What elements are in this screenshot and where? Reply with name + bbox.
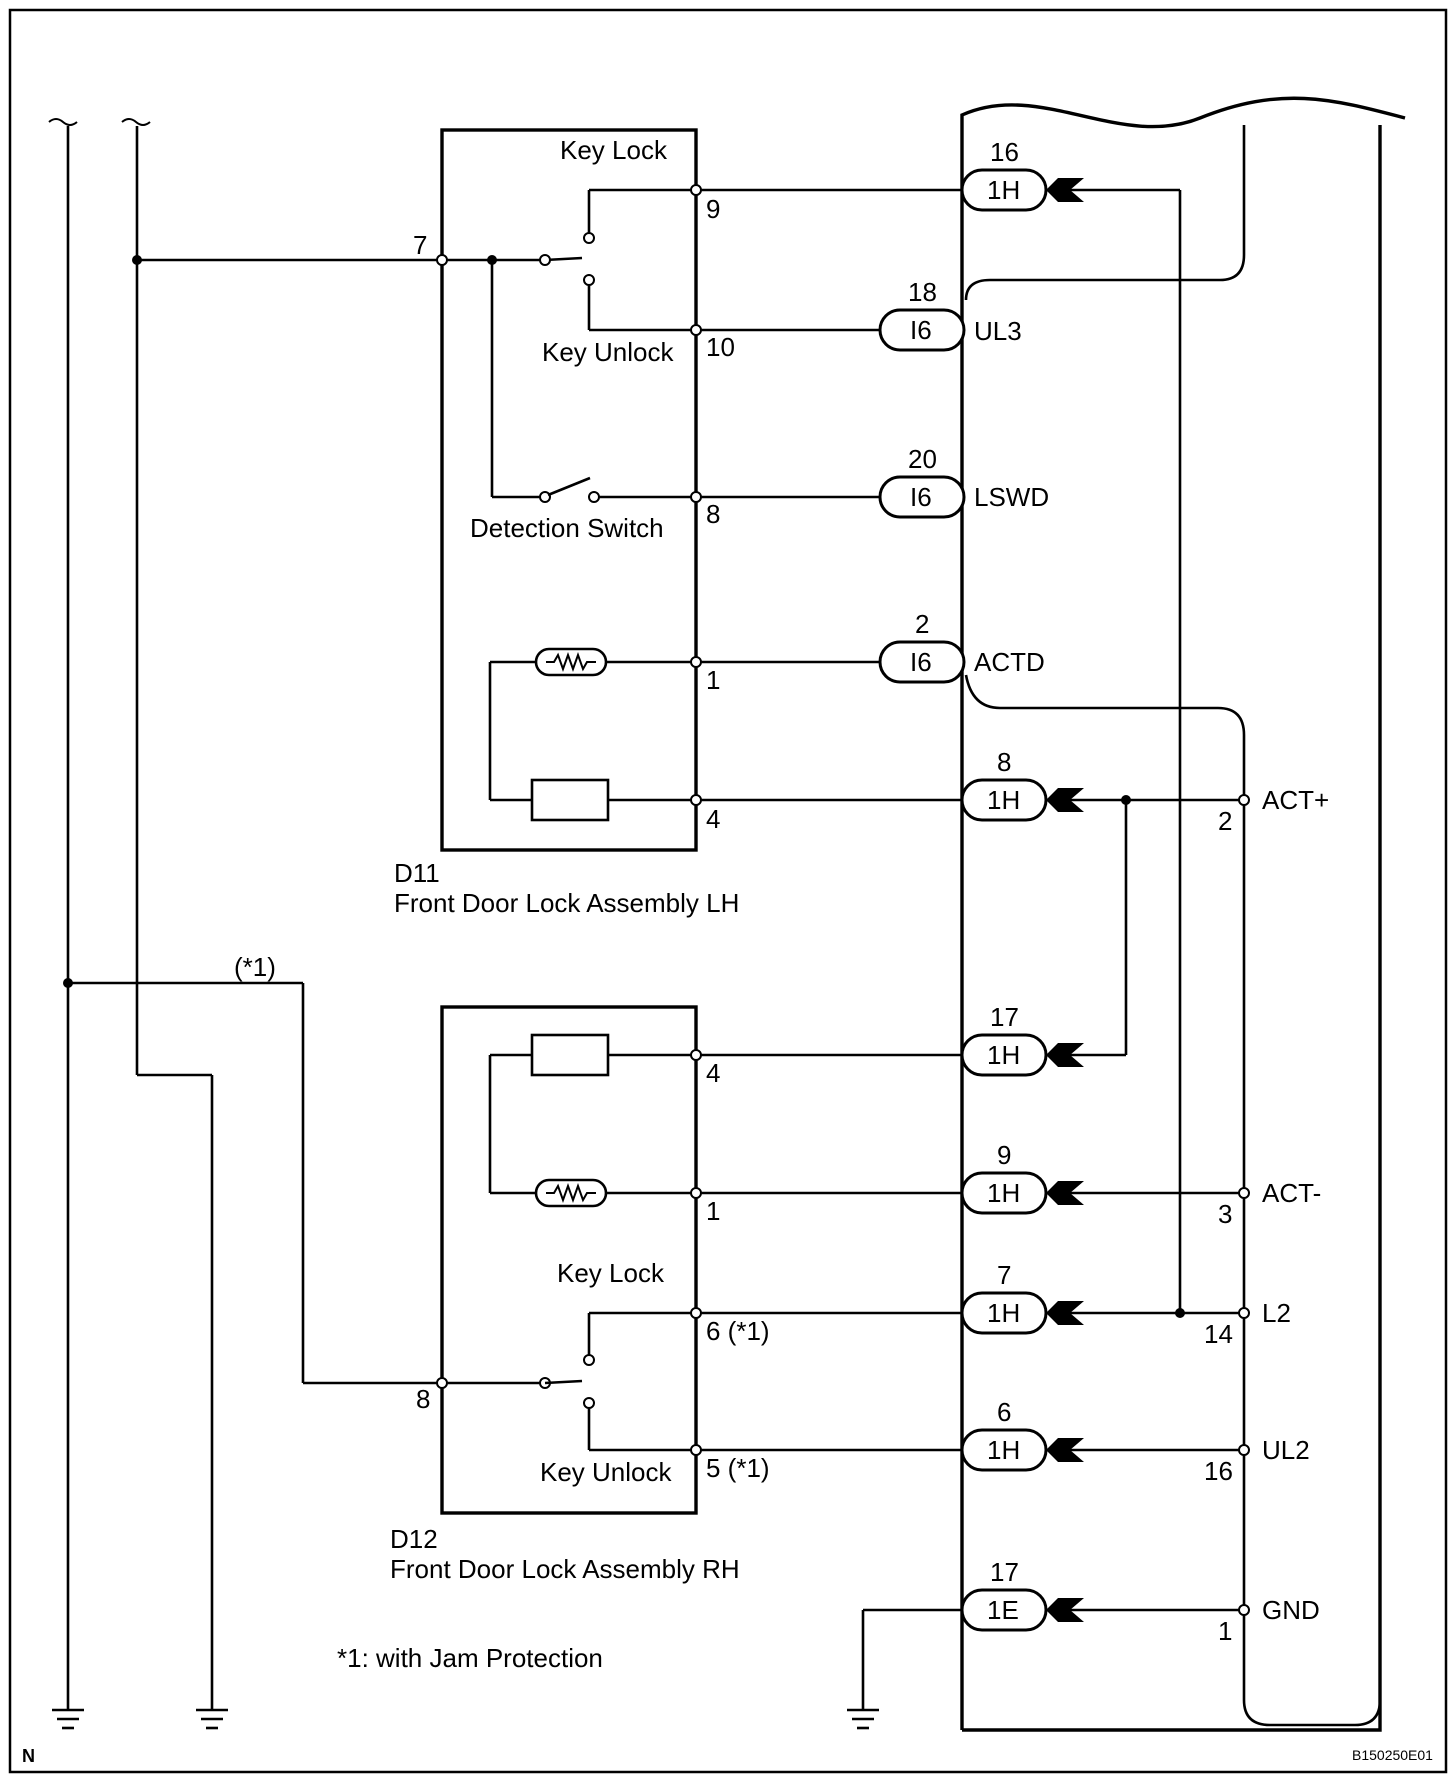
svg-text:1H: 1H xyxy=(987,785,1020,815)
d11-id: D11 xyxy=(394,858,440,888)
ecu-pin-act-plus: 2 xyxy=(1218,806,1232,836)
svg-text:1H: 1H xyxy=(987,1298,1020,1328)
corner-label-n: N xyxy=(22,1746,35,1766)
supply-line-a xyxy=(48,118,442,1710)
connector-i6-2: I6 2 xyxy=(878,609,966,684)
connector-1h-8: 1H 8 xyxy=(960,747,1084,822)
figure-code: B150250E01 xyxy=(1352,1747,1433,1763)
svg-text:I6: I6 xyxy=(910,315,932,345)
d11-detection-switch-label: Detection Switch xyxy=(470,513,664,543)
motor-icon xyxy=(530,778,610,822)
d12-key-lock-label: Key Lock xyxy=(557,1258,665,1288)
d12-pin-8: 8 xyxy=(416,1384,430,1414)
svg-text:20: 20 xyxy=(908,444,937,474)
d12-name: Front Door Lock Assembly RH xyxy=(390,1554,740,1584)
footnote: *1: with Jam Protection xyxy=(337,1643,603,1673)
svg-text:16: 16 xyxy=(990,137,1019,167)
d12-pin-5: 5 (*1) xyxy=(706,1453,770,1483)
svg-text:18: 18 xyxy=(908,277,937,307)
wires xyxy=(701,188,1250,1616)
ground-symbol-2 xyxy=(196,1708,228,1730)
ecu-pin-act-minus: 3 xyxy=(1218,1199,1232,1229)
signal-actd: ACTD xyxy=(974,647,1045,677)
d12-front-door-lock-rh xyxy=(436,1005,702,1515)
svg-text:1H: 1H xyxy=(987,1040,1020,1070)
signal-ul3: UL3 xyxy=(974,316,1022,346)
svg-text:6: 6 xyxy=(997,1397,1011,1427)
d11-pin-7: 7 xyxy=(413,230,427,260)
svg-text:2: 2 xyxy=(915,609,929,639)
ecu-pin-l2: 14 xyxy=(1204,1319,1233,1349)
d12-pin-6: 6 (*1) xyxy=(706,1316,770,1346)
connector-1h-7: 1H 7 xyxy=(960,1260,1084,1335)
diagram-frame xyxy=(8,8,1448,1774)
svg-text:8: 8 xyxy=(997,747,1011,777)
svg-text:1H: 1H xyxy=(987,175,1020,205)
connector-1h-16: 1H 16 xyxy=(960,137,1084,212)
d11-front-door-lock-lh xyxy=(436,128,702,852)
svg-text:9: 9 xyxy=(997,1140,1011,1170)
d11-key-unlock-label: Key Unlock xyxy=(542,337,674,367)
signal-ul2: UL2 xyxy=(1262,1435,1310,1465)
d11-pin-1: 1 xyxy=(706,665,720,695)
svg-text:17: 17 xyxy=(990,1002,1019,1032)
signal-gnd: GND xyxy=(1262,1595,1320,1625)
d11-key-lock-label: Key Lock xyxy=(560,135,668,165)
svg-text:1H: 1H xyxy=(987,1435,1020,1465)
svg-text:17: 17 xyxy=(990,1557,1019,1587)
connector-i6-20: I6 20 xyxy=(878,444,966,519)
d11-name: Front Door Lock Assembly LH xyxy=(394,888,739,918)
ground-symbol-1 xyxy=(52,1708,84,1730)
connector-1h-6: 1H 6 xyxy=(960,1397,1084,1472)
connector-1e-17: 1E 17 xyxy=(960,1557,1084,1632)
d11-pin-9: 9 xyxy=(706,194,720,224)
svg-text:7: 7 xyxy=(997,1260,1011,1290)
svg-text:I6: I6 xyxy=(910,482,932,512)
d12-key-unlock-label: Key Unlock xyxy=(540,1457,672,1487)
svg-text:I6: I6 xyxy=(910,647,932,677)
connector-1h-17: 1H 17 xyxy=(960,1002,1084,1077)
d11-pin-4: 4 xyxy=(706,804,720,834)
signal-lswd: LSWD xyxy=(974,482,1049,512)
jam-protection-marker: (*1) xyxy=(234,952,276,982)
supply-line-b xyxy=(121,118,442,1710)
ground-symbol-3 xyxy=(847,1608,962,1730)
connector-i6-18: I6 18 xyxy=(878,277,966,352)
signal-act-minus: ACT- xyxy=(1262,1178,1321,1208)
motor-icon xyxy=(530,1033,610,1077)
ecu-pin-gnd: 1 xyxy=(1218,1616,1232,1646)
signal-act-plus: ACT+ xyxy=(1262,785,1329,815)
d11-pin-10: 10 xyxy=(706,332,735,362)
d12-id: D12 xyxy=(390,1524,438,1554)
svg-text:1E: 1E xyxy=(987,1595,1019,1625)
signal-l2: L2 xyxy=(1262,1298,1291,1328)
d11-pin-8: 8 xyxy=(706,499,720,529)
d12-pin-1: 1 xyxy=(706,1196,720,1226)
connector-1h-9: 1H 9 xyxy=(960,1140,1084,1215)
ecu-pin-ul2: 16 xyxy=(1204,1456,1233,1486)
ecu-outline xyxy=(960,96,1406,1732)
d12-pin-4: 4 xyxy=(706,1058,720,1088)
svg-text:1H: 1H xyxy=(987,1178,1020,1208)
